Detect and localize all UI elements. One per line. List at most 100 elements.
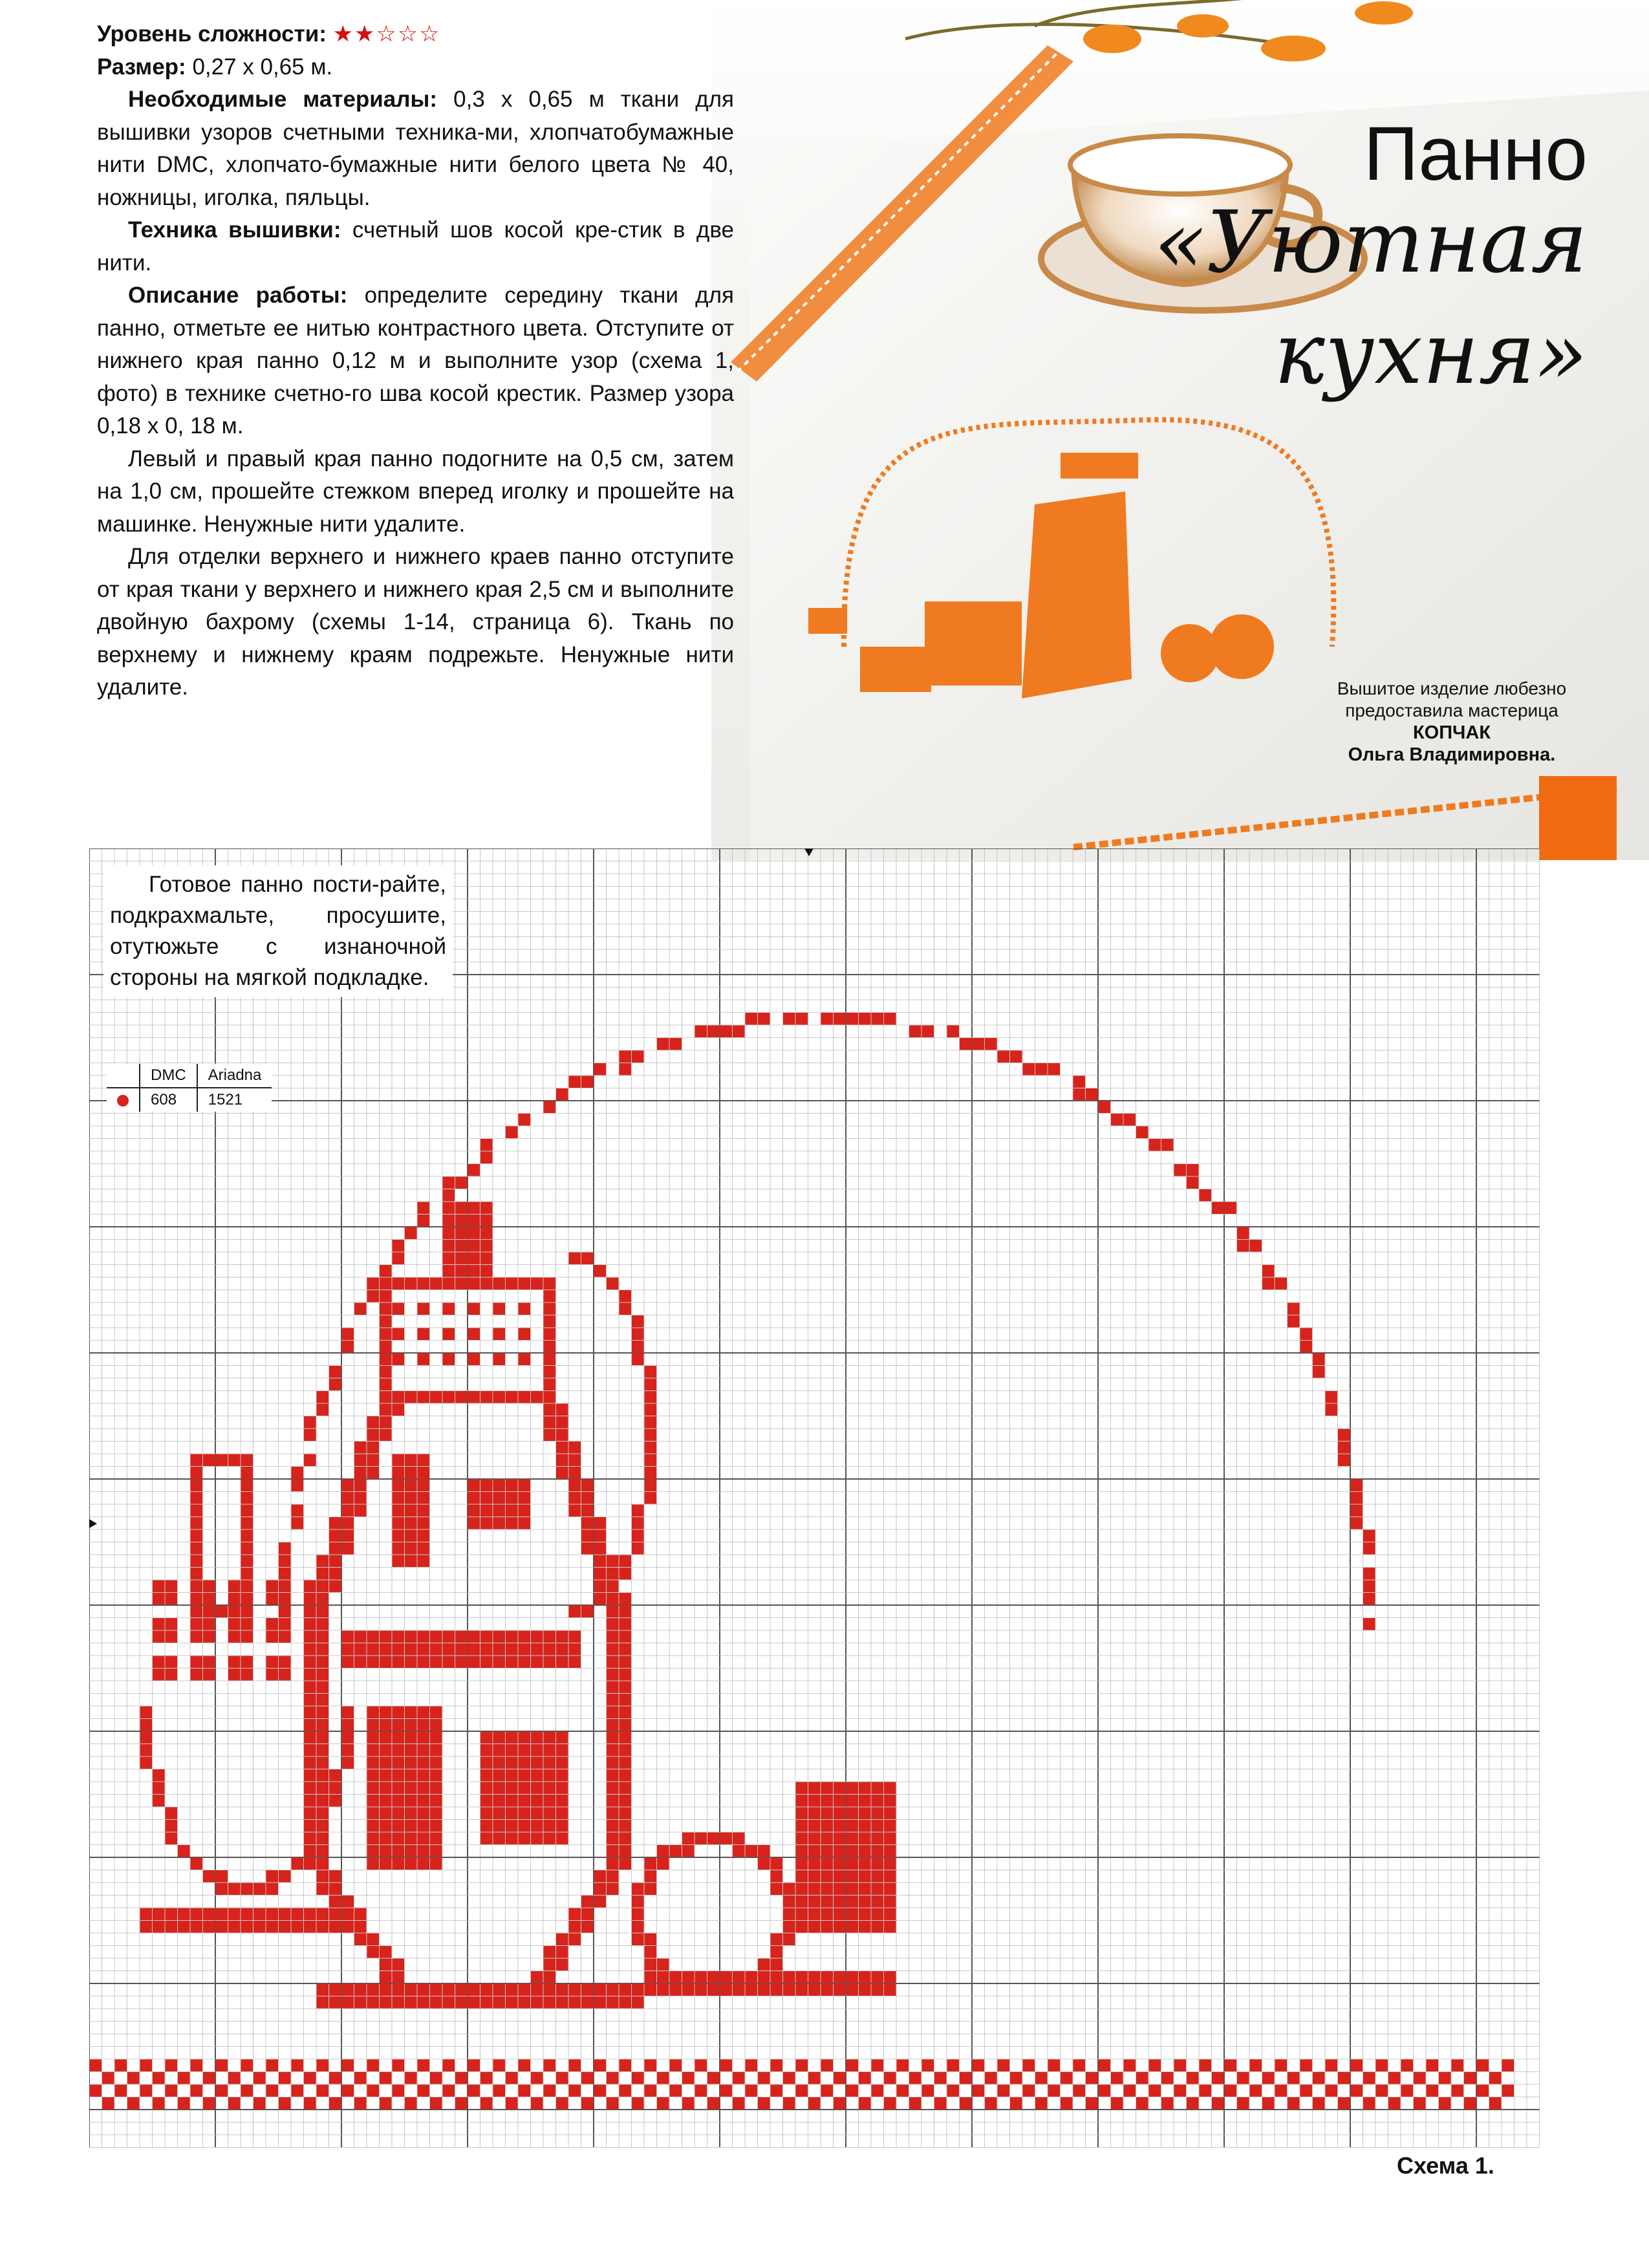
stitch-cell [380,1946,392,1958]
stitch-cell [884,1013,896,1025]
finish-note: Готовое панно пости-райте, подкрахмальте… [103,865,453,997]
stitch-cell [329,1555,341,1567]
stitch-cell [619,1618,631,1630]
stitch-cell [380,1366,392,1378]
stitch-cell [480,1756,493,1769]
stitch-cell [241,1630,253,1643]
stitch-cell [316,1820,329,1832]
stitch-cell [468,1504,480,1517]
stitch-cell [430,1807,442,1819]
stitch-cell [846,1895,858,1908]
stitch-cell [795,1782,808,1794]
stitch-cell [808,2097,821,2110]
stitch-cell [1148,2059,1161,2071]
stitch-cell [821,1832,833,1844]
stitch-cell [380,1656,392,1668]
stitch-cell [1249,1240,1262,1252]
stitch-cell [795,1895,808,1908]
stitch-cell [165,2059,177,2071]
stitch-cell [367,1832,379,1844]
stitch-cell [493,1517,505,1529]
stitch-cell [241,2084,253,2097]
stitch-cell [619,1568,631,1580]
legend-dmc-value: 608 [140,1088,198,1112]
stitch-cell [783,1013,795,1025]
stitch-cell [380,1328,392,1340]
stitch-cell [985,2097,997,2110]
stitch-cell [354,1442,367,1454]
stitch-cell [190,1908,202,1920]
stitch-cell [808,1820,821,1832]
stitch-cell [367,1769,379,1782]
stitch-cell [834,1870,846,1883]
stitch-cell [442,1328,455,1340]
stitch-cell [607,1983,619,1996]
stitch-cell [316,1605,329,1617]
stitch-cell [568,1908,581,1920]
stitch-cell [178,1921,190,1933]
stitch-cell [354,1467,367,1479]
stitch-cell [846,1983,858,1996]
stitch-cell [380,1630,392,1643]
stitch-cell [695,1832,707,1844]
stitch-cell [354,1454,367,1466]
stitch-cell [821,1807,833,1819]
legend-ariadna-value: 1521 [208,1091,243,1108]
stitch-cell [279,2072,291,2084]
stitch-cell [884,1820,896,1832]
stitch-cell [871,1883,883,1895]
stitch-cell [770,1983,782,1996]
stitch-cell [430,1391,442,1403]
stitch-cell [859,1845,871,1857]
stitch-cell [707,2072,720,2084]
stitch-cell [581,1252,594,1264]
stitch-cell [607,1795,619,1807]
stitch-cell [1022,1063,1035,1075]
stitch-cell [493,1630,505,1643]
stitch-cell [770,2084,782,2097]
stitch-cell [644,1467,656,1479]
stitch-cell [417,1492,429,1504]
stitch-cell [380,1290,392,1302]
stitch-cell [329,2097,341,2110]
stitch-cell [531,1756,543,1769]
stitch-cell [1262,2072,1275,2084]
credit-line1: Вышитое изделие любезно [1337,678,1567,698]
stitch-cell [921,2059,934,2071]
stitch-cell [430,1277,442,1290]
stitch-cell [594,1265,606,1277]
stitch-cell [316,1832,329,1844]
stitch-cell [341,1921,354,1933]
stitch-cell [619,1857,631,1870]
stitch-cell [493,1277,505,1290]
stitch-cell [341,1328,354,1340]
stitch-cell [581,1983,594,1996]
stitch-cell [266,1870,278,1883]
stitch-cell [392,1958,404,1971]
stitch-cell [304,1744,316,1756]
stitch-cell [455,1630,468,1643]
stitch-cell [291,1908,303,1920]
stitch-cell [241,1580,253,1592]
stitch-cell [834,1983,846,1996]
stitch-cell [720,1025,732,1037]
stitch-cell [480,1744,493,1756]
stitch-cell [607,1643,619,1656]
stitch-cell [669,1038,682,1050]
stitch-cell [770,1870,782,1883]
stitch-cell [405,1996,417,2009]
stitch-cell [619,1630,631,1643]
stitch-cell [417,1479,429,1491]
stitch-cell [329,1908,341,1920]
stitch-cell [594,1883,606,1895]
stitch-cell [417,1769,429,1782]
stitch-cell [380,1706,392,1718]
stitch-cell [392,1996,404,2009]
stitch-cell [556,1795,568,1807]
stitch-cell [594,1517,606,1529]
stitch-cell [190,1504,202,1517]
stitch-cell [985,1038,997,1050]
stitch-cell [417,2059,429,2071]
stitch-cell [1224,2084,1236,2097]
stitch-cell [417,1555,429,1567]
